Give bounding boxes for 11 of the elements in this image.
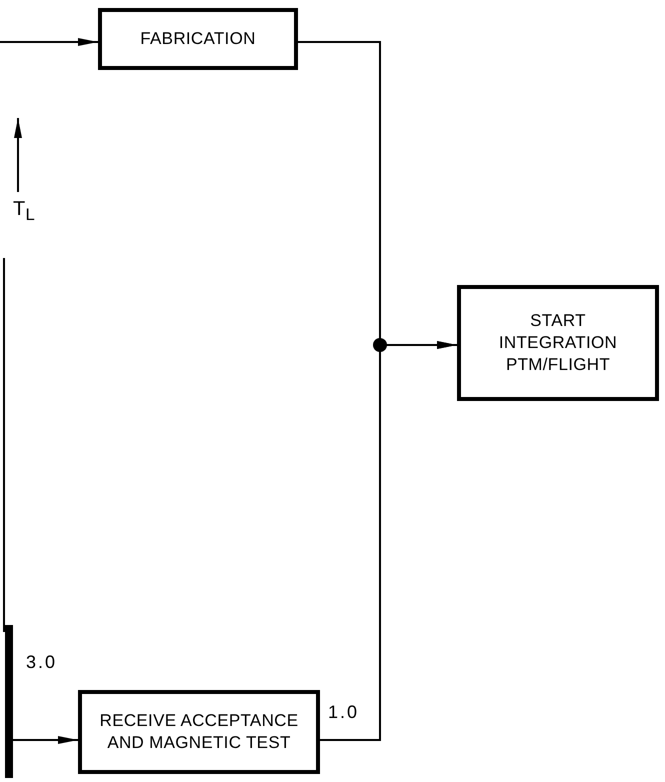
process-box xyxy=(78,690,320,774)
time-label-text: T$_{L}$ xyxy=(12,198,36,226)
process-box xyxy=(98,8,298,70)
process-box xyxy=(457,285,659,401)
box-text: RECEIVE ACCEPTANCE AND MAGNETIC TEST xyxy=(99,710,299,754)
arrow xyxy=(14,118,22,192)
box-text: FABRICATION xyxy=(140,28,256,50)
arrow xyxy=(13,736,78,744)
arrow xyxy=(0,38,98,46)
timeline-bar xyxy=(5,625,13,778)
box-text: START INTEGRATION PTM/FLIGHT xyxy=(498,310,618,376)
